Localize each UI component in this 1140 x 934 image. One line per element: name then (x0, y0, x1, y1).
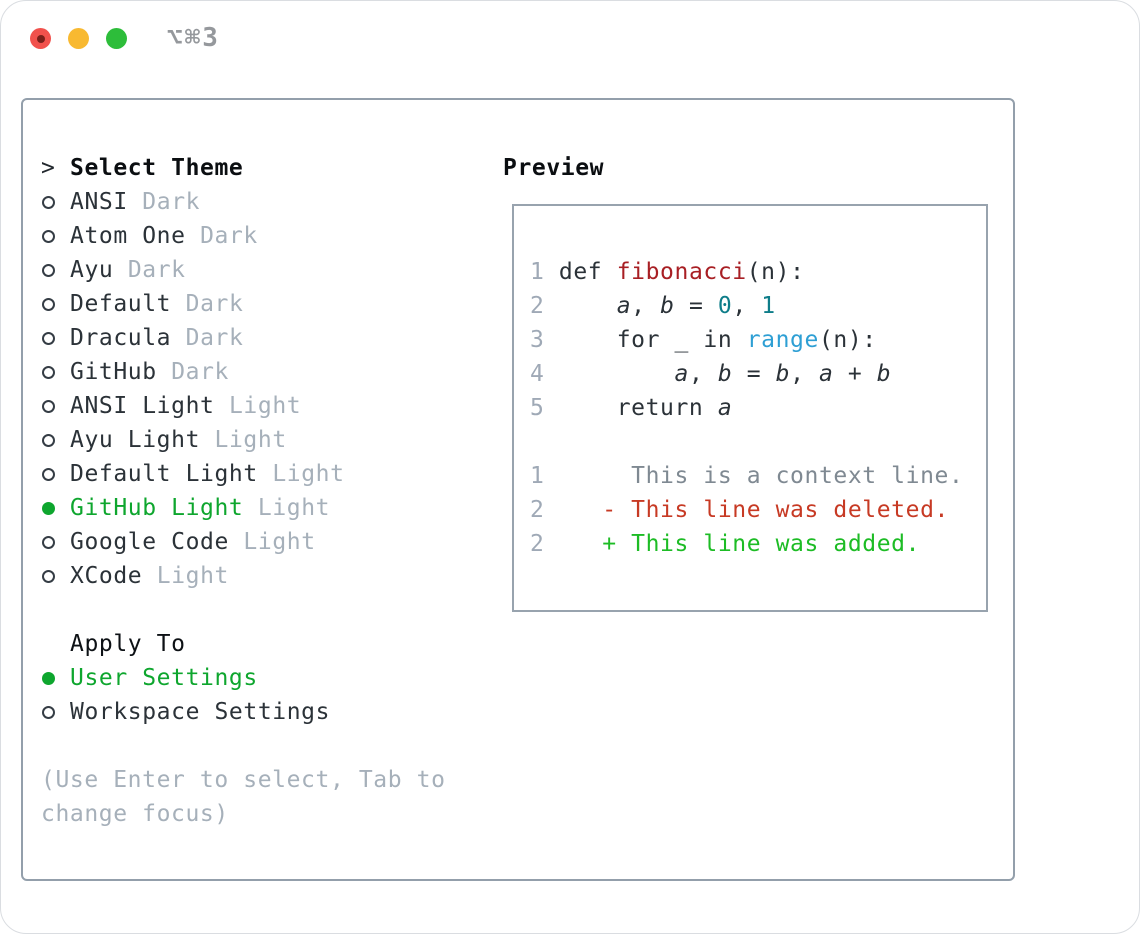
theme-variant-tag: Dark (185, 291, 244, 317)
theme-variant-tag: Light (228, 393, 302, 419)
theme-variant-tag: Dark (200, 223, 258, 249)
radio-icon (42, 535, 55, 549)
theme-list-header: > Select Theme (41, 151, 446, 185)
zoom-button[interactable] (106, 28, 127, 49)
theme-variant-tag: Dark (142, 189, 201, 215)
spacer (41, 593, 446, 627)
code-line: 2 a, b = 0, 1 (530, 293, 776, 319)
diff-line-deleted: 2 - This line was deleted. (530, 497, 949, 523)
number-literal: 0 (717, 293, 733, 319)
theme-variant-tag: Light (243, 529, 316, 555)
apply-option-workspace-settings[interactable]: Workspace Settings (41, 695, 446, 729)
theme-option-github-dark[interactable]: GitHub Dark (41, 355, 446, 389)
radio-icon (42, 467, 55, 481)
theme-name: Dracula (70, 325, 172, 351)
spacer (41, 729, 446, 763)
apply-to-title: Apply To (70, 631, 186, 657)
theme-option-github-light-selected[interactable]: GitHub Light Light (41, 491, 446, 525)
apply-option-label: User Settings (70, 665, 258, 691)
radio-icon (42, 263, 55, 277)
theme-name: Atom One (70, 223, 186, 249)
radio-icon (42, 331, 55, 345)
theme-name: GitHub Light (70, 495, 244, 521)
titlebar: ⌥⌘3 (1, 1, 1139, 75)
theme-option-google-code-light[interactable]: Google Code Light (41, 525, 446, 559)
apply-to-header: Apply To (41, 627, 446, 661)
theme-name: ANSI (70, 189, 128, 215)
caret-icon: > (41, 155, 56, 181)
select-theme-title: Select Theme (70, 155, 244, 181)
theme-name: Ayu (70, 257, 114, 283)
traffic-lights (30, 28, 127, 49)
radio-selected-icon (42, 501, 55, 515)
theme-name: XCode (70, 563, 143, 589)
line-number: 1 (530, 259, 545, 285)
theme-option-ayu-light[interactable]: Ayu Light Light (41, 423, 446, 457)
theme-name: Default Light (70, 461, 258, 487)
preview-box: 1 def fibonacci(n): 2 a, b = 0, 1 3 for … (512, 204, 988, 612)
apply-option-label: Workspace Settings (70, 699, 331, 725)
minimize-button[interactable] (68, 28, 89, 49)
theme-variant-tag: Dark (171, 359, 229, 385)
theme-option-ayu-dark[interactable]: Ayu Dark (41, 253, 446, 287)
code-line: 4 a, b = b, a + b (530, 361, 892, 387)
main-panel: > Select Theme ANSI Dark Atom One Dark A… (21, 98, 1015, 881)
theme-option-dracula-dark[interactable]: Dracula Dark (41, 321, 446, 355)
theme-option-default-light[interactable]: Default Light Light (41, 457, 446, 491)
radio-icon (42, 195, 55, 209)
line-number: 2 (530, 293, 545, 319)
theme-variant-tag: Light (257, 495, 331, 521)
diff-line-context: 1 This is a context line. (530, 463, 964, 489)
theme-name: ANSI Light (70, 393, 215, 419)
code-line: 3 for _ in range(n): (530, 327, 877, 353)
diff-line-added: 2 + This line was added. (530, 531, 921, 557)
line-number: 1 (530, 463, 545, 489)
theme-variant-tag: Light (272, 461, 345, 487)
radio-icon (42, 297, 55, 311)
theme-name: GitHub (70, 359, 157, 385)
spacer (530, 425, 986, 459)
builtin-name: range (746, 327, 819, 353)
theme-option-ansi-light[interactable]: ANSI Light Light (41, 389, 446, 423)
radio-selected-icon (42, 671, 55, 685)
theme-option-ansi-dark[interactable]: ANSI Dark (41, 185, 446, 219)
radio-icon (42, 229, 55, 243)
theme-name: Ayu Light (70, 427, 201, 453)
help-text-line1: (Use Enter to select, Tab to (41, 767, 446, 793)
code-line: 5 return a (530, 395, 733, 421)
theme-name: Default (70, 291, 172, 317)
help-text-line2: change focus) (41, 801, 229, 827)
theme-variant-tag: Dark (185, 325, 244, 351)
theme-variant-tag: Light (214, 427, 287, 453)
theme-variant-tag: Dark (127, 257, 186, 283)
radio-icon (42, 399, 55, 413)
apply-option-user-settings-selected[interactable]: User Settings (41, 661, 446, 695)
radio-icon (42, 433, 55, 447)
close-button[interactable] (30, 28, 51, 49)
function-name: fibonacci (616, 259, 747, 285)
theme-selector: > Select Theme ANSI Dark Atom One Dark A… (41, 151, 446, 831)
theme-option-default-dark[interactable]: Default Dark (41, 287, 446, 321)
number-literal: 1 (761, 293, 776, 319)
code-line: 1 def fibonacci(n): (530, 259, 805, 285)
radio-icon (42, 705, 55, 719)
theme-name: Google Code (70, 529, 229, 555)
theme-option-atom-one-dark[interactable]: Atom One Dark (41, 219, 446, 253)
radio-icon (42, 365, 55, 379)
window-title: ⌥⌘3 (167, 23, 220, 53)
radio-icon (42, 569, 55, 583)
theme-variant-tag: Light (156, 563, 229, 589)
preview-title: Preview (503, 155, 605, 181)
line-number: 4 (530, 361, 545, 387)
line-number: 3 (530, 327, 545, 353)
theme-option-xcode-light[interactable]: XCode Light (41, 559, 446, 593)
line-number: 2 (530, 531, 545, 557)
line-number: 5 (530, 395, 545, 421)
line-number: 2 (530, 497, 545, 523)
